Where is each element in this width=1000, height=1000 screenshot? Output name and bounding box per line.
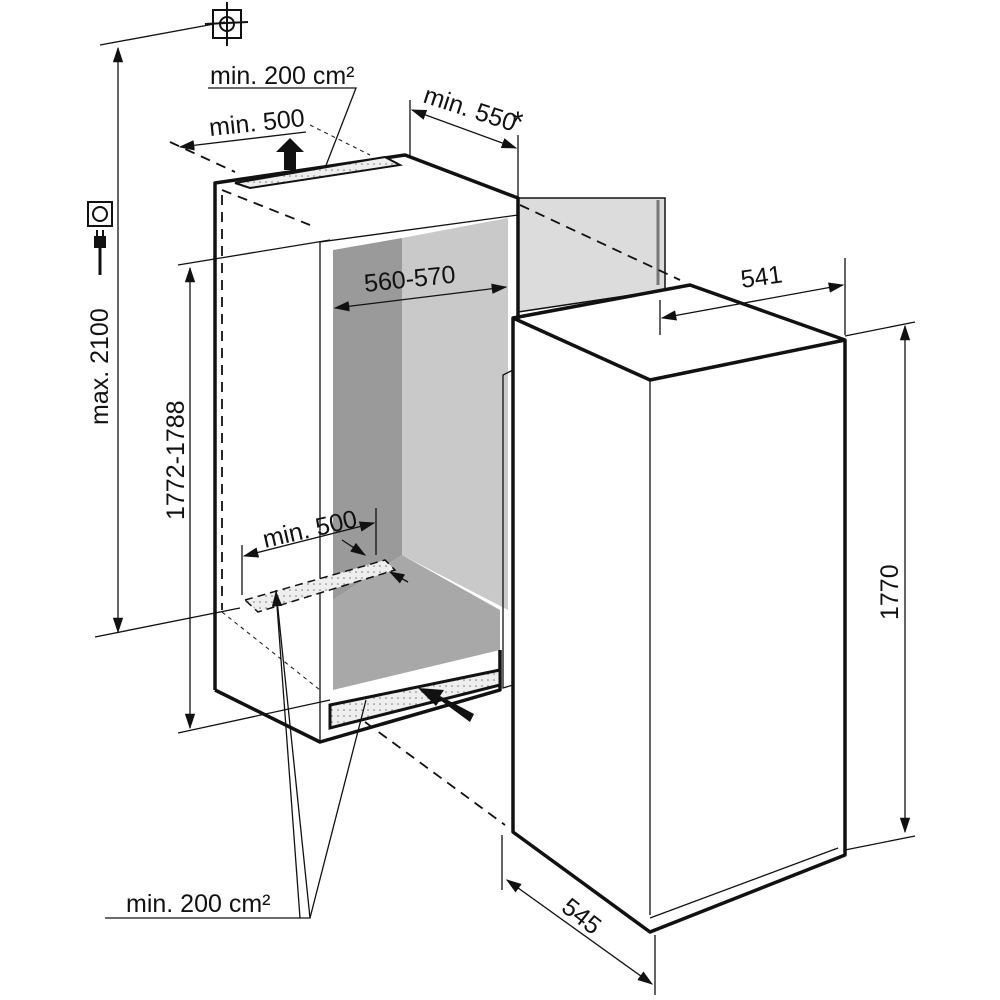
niche-interior <box>333 218 508 690</box>
bottom-vent-grille <box>328 668 502 730</box>
depth-note-mark: * <box>512 106 524 139</box>
appliance-width-label: 541 <box>739 260 784 294</box>
appliance <box>502 283 847 934</box>
appliance-height-label: 1770 <box>876 564 904 620</box>
top-clearance-label: min. 500 <box>208 104 306 142</box>
top-vent-grille <box>234 155 404 190</box>
airflow-up-arrow <box>276 138 304 170</box>
bottom-vent-area-label: min. 200 cm² <box>126 890 270 918</box>
max-height-label: max. 2100 <box>86 308 114 425</box>
niche-depth-label: min. 550 <box>420 81 520 137</box>
top-vent-area-label: min. 200 cm² <box>210 62 354 90</box>
dimension-lines <box>94 21 916 995</box>
plug-icon <box>94 230 106 275</box>
appliance-depth-label: 545 <box>556 893 606 941</box>
airflow-in-arrow <box>418 688 474 722</box>
water-connection-symbol-icon <box>204 2 249 46</box>
floor-vent-grille <box>243 559 397 613</box>
socket-icon <box>87 201 113 227</box>
niche-height-label: 1772-1788 <box>162 400 190 520</box>
